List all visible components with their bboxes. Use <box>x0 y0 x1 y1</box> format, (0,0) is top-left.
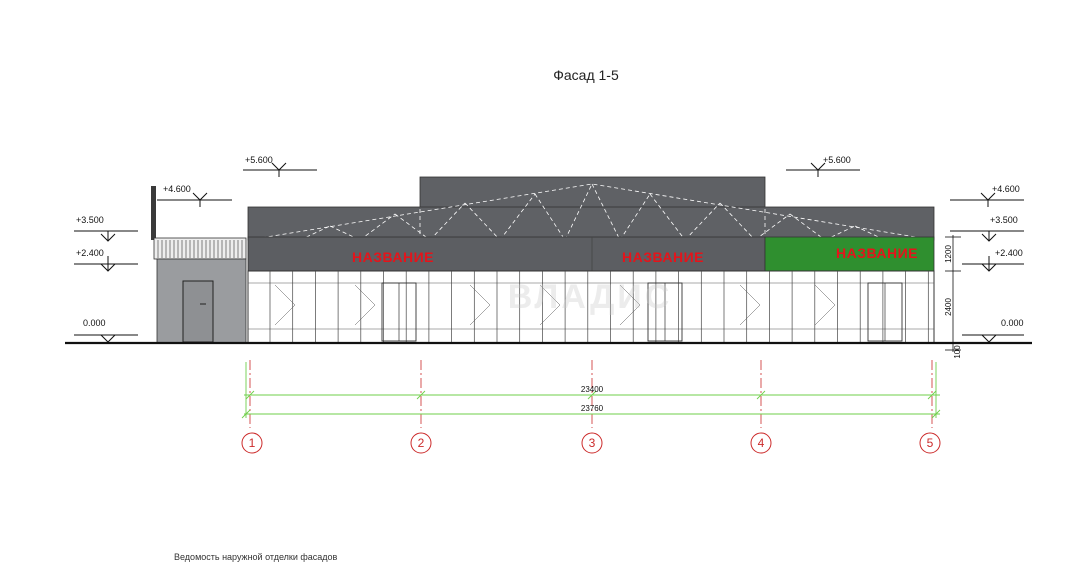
level-marker-left-2400: +2.400 <box>74 248 138 272</box>
axis-lines <box>249 360 933 428</box>
axis-bubble-2: 2 <box>410 432 432 454</box>
axis-bubble-3: 3 <box>581 432 603 454</box>
dim-total-axes: 23400 <box>581 385 604 394</box>
svg-text:2: 2 <box>418 436 425 450</box>
axis-bubble-1: 1 <box>241 432 263 454</box>
axis-bubble-5: 5 <box>919 432 941 454</box>
svg-text:+4.600: +4.600 <box>992 184 1020 194</box>
dimension-lines <box>241 362 941 419</box>
svg-text:1: 1 <box>249 436 256 450</box>
level-marker-left-0: 0.000 <box>74 318 138 343</box>
svg-text:+5.600: +5.600 <box>823 155 851 165</box>
dim-sign-height: 1200 <box>944 245 953 263</box>
axis-bubble-4: 4 <box>750 432 772 454</box>
footer-text: Ведомость наружной отделки фасадов <box>174 552 338 562</box>
svg-text:5: 5 <box>927 436 934 450</box>
svg-text:0.000: 0.000 <box>83 318 106 328</box>
sign-text-3: НАЗВАНИЕ <box>836 245 918 261</box>
svg-text:+2.400: +2.400 <box>995 248 1023 258</box>
svg-text:3: 3 <box>589 436 596 450</box>
svg-text:4: 4 <box>758 436 765 450</box>
svg-text:+3.500: +3.500 <box>990 215 1018 225</box>
vertical-dimension-chain <box>945 235 961 352</box>
level-marker-left-4600: +4.600 <box>157 184 232 207</box>
level-marker-left-5600: +5.600 <box>243 155 317 177</box>
level-marker-right-5600: +5.600 <box>786 155 860 177</box>
level-marker-left-3500: +3.500 <box>74 215 138 242</box>
level-marker-right-2400: +2.400 <box>962 248 1024 272</box>
sign-text-2: НАЗВАНИЕ <box>622 249 704 265</box>
svg-text:0.000: 0.000 <box>1001 318 1024 328</box>
level-marker-right-4600: +4.600 <box>950 184 1024 207</box>
svg-text:+4.600: +4.600 <box>163 184 191 194</box>
annex-railing <box>153 237 247 260</box>
level-marker-right-3500: +3.500 <box>950 215 1024 242</box>
dim-total-overall: 23760 <box>581 404 604 413</box>
sign-band-green <box>764 236 935 272</box>
sign-text-1: НАЗВАНИЕ <box>352 249 434 265</box>
drawing-title: Фасад 1-5 <box>553 67 619 83</box>
svg-text:+2.400: +2.400 <box>76 248 104 258</box>
chimney <box>151 186 156 240</box>
main-roof-block <box>247 206 935 241</box>
upper-roof-block <box>419 176 766 210</box>
svg-text:+5.600: +5.600 <box>245 155 273 165</box>
sign-band-left <box>247 236 766 272</box>
glazing-facade <box>247 270 935 344</box>
watermark-text: ВЛАДИС <box>508 278 673 316</box>
svg-text:+3.500: +3.500 <box>76 215 104 225</box>
dim-plinth: 100 <box>953 345 962 359</box>
level-marker-right-0: 0.000 <box>962 318 1024 343</box>
dim-glazing-height: 2400 <box>944 298 953 316</box>
annex-door <box>182 280 214 343</box>
